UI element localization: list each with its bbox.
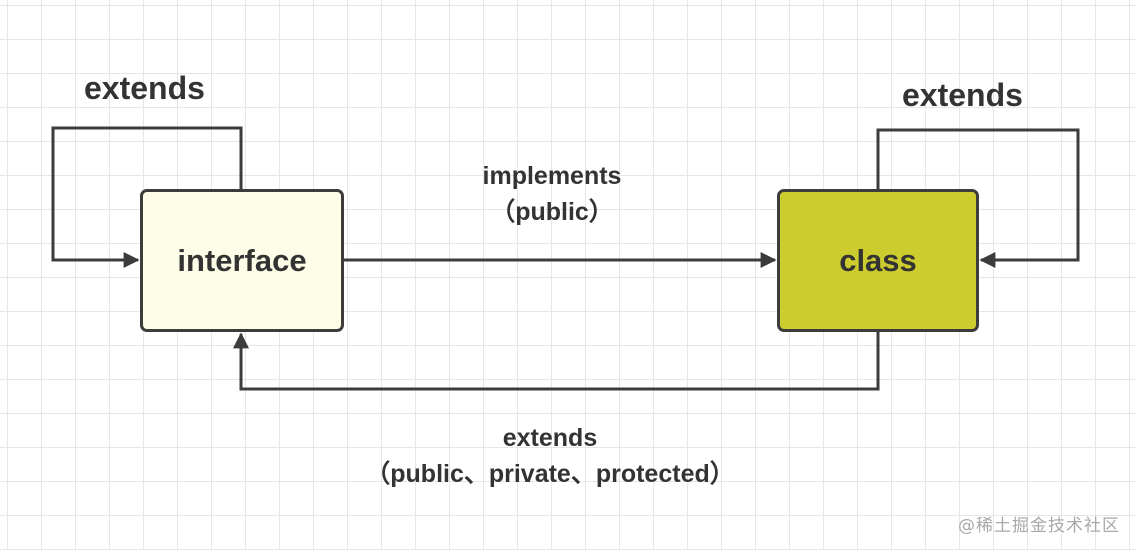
implements-label: implements — [482, 162, 622, 190]
class-self-extends-label: extends — [902, 77, 1023, 113]
implements-label-group: implements （public） — [452, 158, 652, 230]
class-to-interface-extends-arrow — [233, 332, 880, 391]
class-self-extends-arrow — [876, 128, 1080, 268]
interface-self-extends-arrow — [51, 126, 243, 268]
watermark: @稀土掘金技术社区 — [958, 516, 1120, 536]
class-node: class — [777, 189, 979, 332]
class-to-interface-label-group: extends （public、private、protected） — [300, 420, 800, 492]
class-node-label: class — [839, 242, 917, 278]
implements-modifiers: （public） — [490, 198, 614, 226]
class-to-interface-label: extends — [502, 424, 598, 452]
class-to-interface-modifiers: （public、private、protected） — [365, 460, 735, 488]
interface-self-extends-label: extends — [84, 70, 205, 106]
interface-node: interface — [140, 189, 344, 332]
interface-node-label: interface — [177, 242, 307, 278]
